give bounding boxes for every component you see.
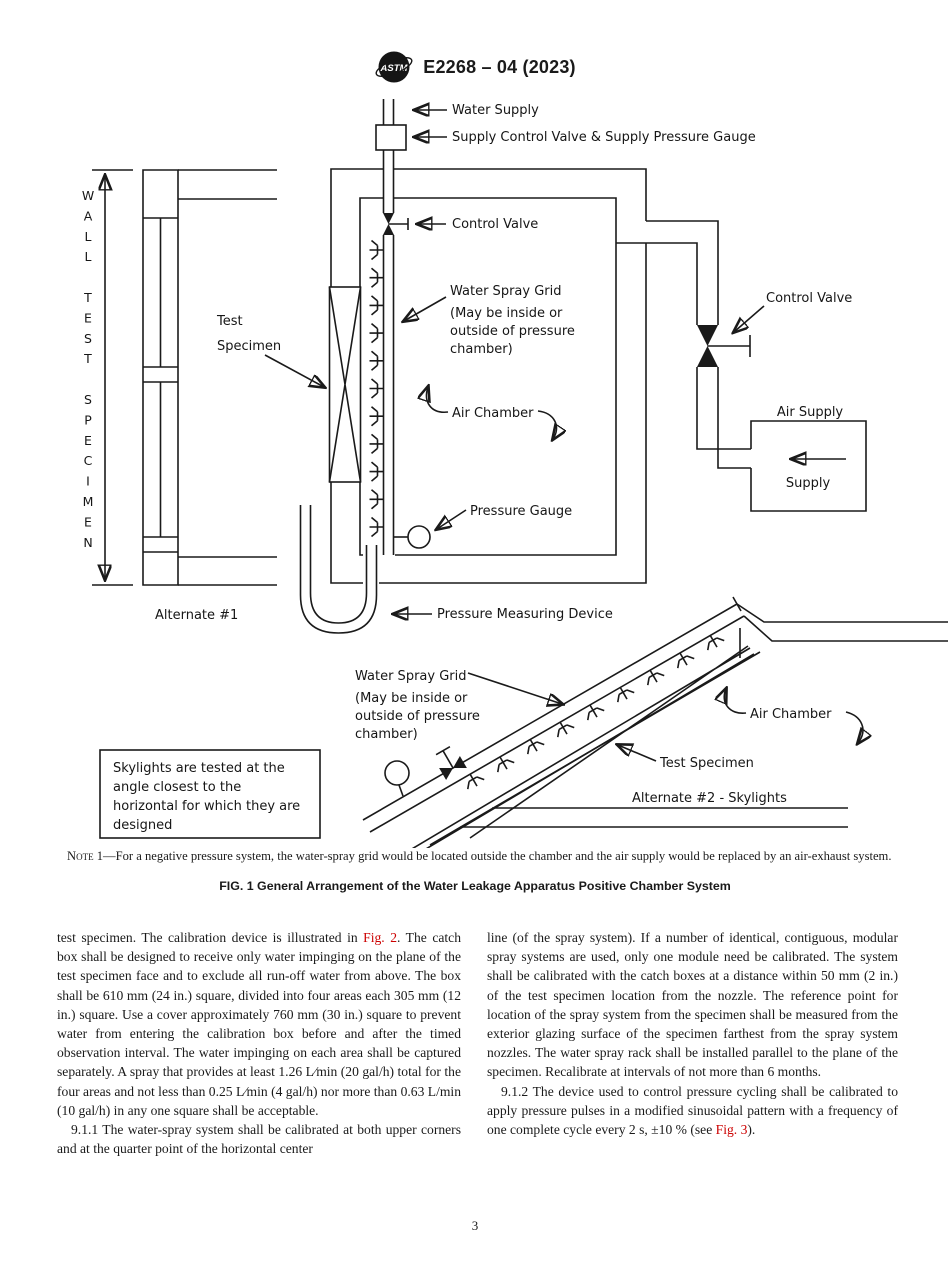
water-supply-label: Water Supply	[452, 103, 539, 118]
text-segment: 1—For a negative pressure system, the wa…	[93, 849, 892, 863]
water-supply-assembly: Water Supply Supply Control Valve & Supp…	[375, 99, 756, 213]
skylight-air-chamber-label: Air Chamber	[750, 707, 832, 722]
paragraph: line (of the spray system). If a number …	[487, 928, 898, 1082]
text-segment: line (of the spray system). If a number …	[487, 930, 898, 1080]
pressure-measuring-device: Pressure Measuring Device Alternate #1	[155, 505, 613, 634]
text-segment: ).	[747, 1122, 756, 1138]
astm-logo-icon: ASTM	[375, 51, 413, 83]
skylight-note-line4: designed	[113, 818, 172, 833]
supply-label: Supply	[786, 476, 831, 491]
pressure-gauge-label: Pressure Gauge	[470, 504, 572, 519]
spray-grid-note-2: outside of pressure	[450, 324, 575, 339]
text-segment: 9.1.2 The device used to control pressur…	[487, 1083, 898, 1138]
document-header: ASTM E2268 – 04 (2023)	[0, 47, 950, 87]
skylight-spray-note-1: (May be inside or	[355, 691, 468, 706]
figure-reference-link[interactable]: Fig. 2	[363, 930, 398, 945]
pressure-gauge-symbol	[407, 525, 431, 549]
skylight-note-line3: horizontal for which they are	[113, 799, 300, 814]
svg-text:ASTM: ASTM	[380, 63, 409, 74]
body-column-right: line (of the spray system). If a number …	[487, 928, 898, 1139]
skylight-note-line2: angle closest to the	[113, 780, 241, 795]
standard-designation: E2268 – 04 (2023)	[423, 56, 576, 77]
air-chamber-callout: Air Chamber	[427, 387, 557, 439]
spray-grid-note-3: chamber)	[450, 342, 513, 357]
paragraph-9-1-2: 9.1.2 The device used to control pressur…	[487, 1082, 898, 1140]
skylight-spray-nozzles	[466, 634, 725, 790]
test-specimen-label-line1: Test	[216, 314, 243, 329]
figure-note: Note 1—For a negative pressure system, t…	[57, 849, 899, 865]
air-supply-assembly: Control Valve Air Supply Supply	[616, 220, 867, 512]
figure-caption: FIG. 1 General Arrangement of the Water …	[219, 879, 731, 893]
skylight-note-line1: Skylights are tested at the	[113, 761, 285, 776]
water-spray-grid-assembly: Control Valve Pressure Gauge Water Spray…	[369, 213, 575, 555]
pressure-chamber	[330, 168, 647, 584]
text-segment: 9.1.1 The water-spray system shall be ca…	[57, 1122, 461, 1157]
skylight-valve-symbol	[435, 745, 467, 781]
paragraph: test specimen. The calibration device is…	[57, 928, 461, 1120]
text-segment: Note	[67, 849, 94, 863]
air-supply-label: Air Supply	[777, 405, 844, 420]
figure-reference-link[interactable]: Fig. 3	[715, 1122, 748, 1138]
body-column-left: test specimen. The calibration device is…	[57, 928, 461, 1158]
spray-grid-note-1: (May be inside or	[450, 306, 563, 321]
pressure-measuring-device-label: Pressure Measuring Device	[437, 607, 613, 622]
page-number: 3	[471, 1218, 479, 1233]
text-segment: . The catch box shall be designed to rec…	[57, 930, 461, 1118]
skylight-note-box	[99, 749, 321, 839]
paragraph-9-1-1: 9.1.1 The water-spray system shall be ca…	[57, 1120, 461, 1158]
alternate1-label: Alternate #1	[155, 608, 238, 623]
test-specimen-label-line2: Specimen	[217, 339, 281, 354]
water-spray-grid-label: Water Spray Grid	[450, 284, 561, 299]
text-segment: test specimen. The calibration device is…	[57, 930, 364, 945]
skylight-spray-note-2: outside of pressure	[355, 709, 480, 724]
test-specimen-box: Test Specimen	[216, 286, 362, 483]
skylight-test-specimen-label: Test Specimen	[659, 756, 754, 771]
spray-nozzles	[369, 239, 384, 538]
skylight-diagram: Water Spray Grid (May be inside or outsi…	[99, 596, 948, 848]
supply-control-valve-label: Supply Control Valve & Supply Pressure G…	[452, 130, 756, 145]
skylight-water-spray-grid-label: Water Spray Grid	[355, 669, 466, 684]
skylight-gauge-symbol	[384, 760, 410, 786]
control-valve-right-label: Control Valve	[766, 291, 852, 306]
air-chamber-label: Air Chamber	[452, 406, 534, 421]
skylight-spray-note-3: chamber)	[355, 727, 418, 742]
control-valve-left-label: Control Valve	[452, 217, 538, 232]
alternate2-label: Alternate #2 - Skylights	[632, 791, 787, 806]
